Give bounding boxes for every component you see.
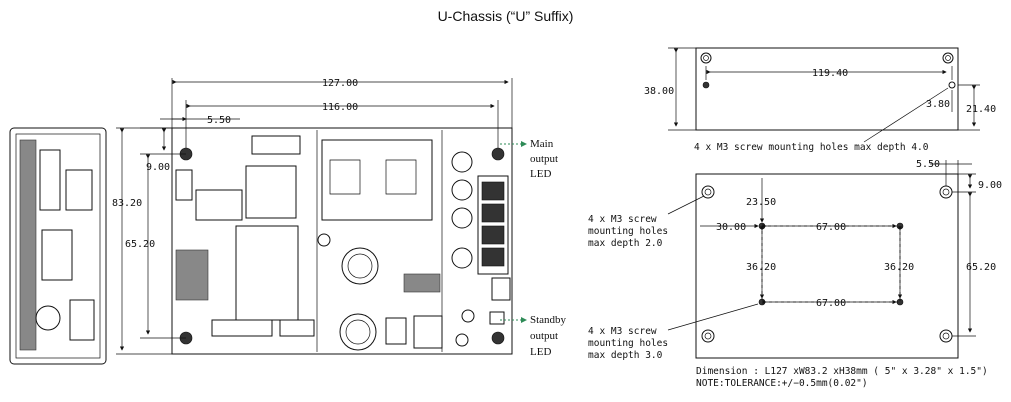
dim-side-hole-height: 21.40: [966, 104, 996, 115]
bridge-rectifier: [321, 139, 433, 221]
dim-hole-offset-x: 5.50: [207, 115, 231, 126]
mount-hole-br: [491, 331, 505, 345]
note-a-line2: mounting holes: [588, 226, 668, 237]
dim-bottom-y-23: 23.50: [746, 197, 776, 208]
dim-hole-spacing-length: 116.00: [322, 102, 358, 113]
coil: [245, 165, 297, 219]
dim-side-hole-from-bottom: 3.80: [926, 99, 950, 110]
dim-overall-width: 83.20: [112, 198, 142, 209]
standby-led-label-2: output: [530, 330, 558, 342]
dim-side-hole-spacing: 119.40: [812, 68, 848, 79]
mount-hole-tr: [491, 147, 505, 161]
standby-led-label-3: LED: [530, 346, 551, 358]
note-b-line1: 4 x M3 screw: [588, 326, 657, 337]
note-a-line3: max depth 2.0: [588, 238, 663, 249]
dim-overall-length: 127.00: [322, 78, 358, 89]
main-led-label-3: LED: [530, 168, 551, 180]
dim-bottom-edge-x: 5.50: [916, 159, 940, 170]
cap-large-1: [341, 247, 379, 285]
board-outline: [171, 127, 513, 355]
chassis-side-view: 119.40 38.00 21.40 3.80 4 x M3 screw mou…: [644, 47, 996, 153]
diagram-title: U-Chassis (“U” Suffix): [437, 8, 574, 24]
dim-bottom-v-right: 36.20: [884, 262, 914, 273]
dim-bottom-span-top: 67.00: [816, 222, 846, 233]
side-view: [9, 127, 107, 365]
chassis-side-outline: [695, 47, 959, 131]
screw-hole-right: [948, 81, 956, 89]
chassis-bottom-view: 67.00 67.00 36.20 36.20 30.00 23.50 5.50…: [588, 159, 1002, 389]
note-a-line1: 4 x M3 screw: [588, 214, 657, 225]
led-callouts: Main output LED Standby output LED: [500, 138, 567, 358]
dim-hole-spacing-width: 65.20: [125, 239, 155, 250]
connector-small: [491, 277, 511, 301]
transformer-small: [195, 189, 243, 221]
note-b-line2: mounting holes: [588, 338, 668, 349]
dim-side-height: 38.00: [644, 86, 674, 97]
note-b-line3: max depth 3.0: [588, 350, 663, 361]
dim-bottom-x-30: 30.00: [716, 222, 746, 233]
main-led-label-2: output: [530, 153, 558, 165]
main-led-label-1: Main: [530, 138, 554, 150]
dim-bottom-overall-h: 65.20: [966, 262, 996, 273]
dim-bottom-edge-y: 9.00: [978, 180, 1002, 191]
standby-led-label-1: Standby: [530, 314, 567, 326]
screw-hole-left: [702, 81, 710, 89]
dim-bottom-span-bottom: 67.00: [816, 298, 846, 309]
heatsink-left: [175, 249, 209, 301]
board-top-view: [171, 127, 513, 355]
tolerance-note: NOTE:TOLERANCE:+/−0.5mm(0.02"): [696, 378, 868, 389]
dim-bottom-v-left: 36.20: [746, 262, 776, 273]
left-dimensions: 127.00 116.00 5.50 9.00 83.20 65.20: [112, 78, 513, 355]
dim-hole-offset-y: 9.00: [146, 162, 170, 173]
cap-large-2: [339, 313, 377, 351]
transformer-main: [235, 225, 299, 321]
dimension-note: Dimension : L127 xW83.2 xH38mm ( 5" x 3.…: [696, 366, 988, 377]
side-screw-note: 4 x M3 screw mounting holes max depth 4.…: [694, 142, 929, 153]
chassis-bottom-outline: [695, 173, 959, 359]
